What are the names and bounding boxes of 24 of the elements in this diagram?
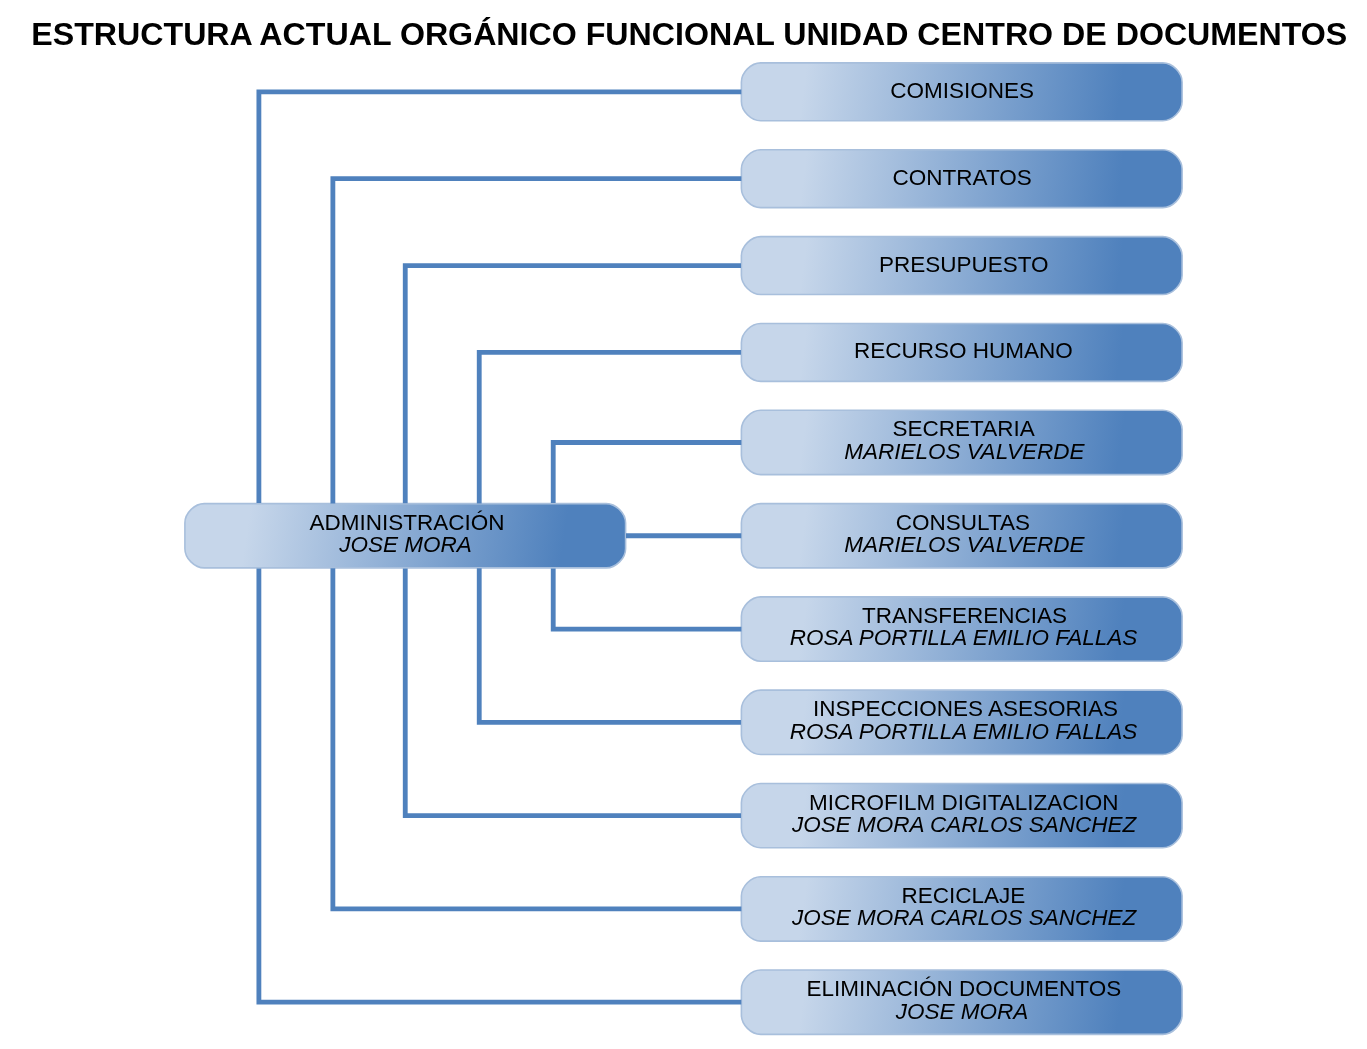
connector <box>550 440 742 504</box>
node-box: RECICLAJE JOSE MORA CARLOS SANCHEZ <box>740 875 1183 942</box>
connector <box>256 89 742 504</box>
connector <box>330 176 742 504</box>
node-box: CONSULTAS MARIELOS VALVERDE <box>740 502 1183 569</box>
connector <box>402 568 741 819</box>
node-box: ADMINISTRACIÓN JOSE MORA <box>184 502 627 569</box>
connector <box>402 263 741 504</box>
diagram-title: ESTRUCTURA ACTUAL ORGÁNICO FUNCIONAL UNIDAD CENTRO DE DOCUMENTOS <box>31 16 1348 53</box>
node-box: SECRETARIA MARIELOS VALVERDE <box>740 409 1183 476</box>
node-box: TRANSFERENCIAS ROSA PORTILLA EMILIO FALLAS <box>740 596 1183 662</box>
node-box: COMISIONES <box>740 62 1183 122</box>
node-box: INSPECCIONES ASESORIAS ROSA PORTILLA EMILIO FALLAS <box>740 689 1183 756</box>
connector <box>550 568 742 632</box>
node-box: ELIMINACIÓN DOCUMENTOS JOSE MORA <box>740 969 1183 1036</box>
connector <box>476 568 741 725</box>
node-box: CONTRATOS <box>740 148 1183 209</box>
connector <box>330 568 742 912</box>
node-box: RECURSO HUMANO <box>740 322 1183 383</box>
node-box: PRESUPUESTO <box>740 235 1183 296</box>
connector <box>256 568 742 1005</box>
node-box: MICROFILM DIGITALIZACION JOSE MORA CARLOS SANCHEZ <box>740 782 1183 849</box>
connector <box>626 533 742 539</box>
connector <box>476 350 741 504</box>
